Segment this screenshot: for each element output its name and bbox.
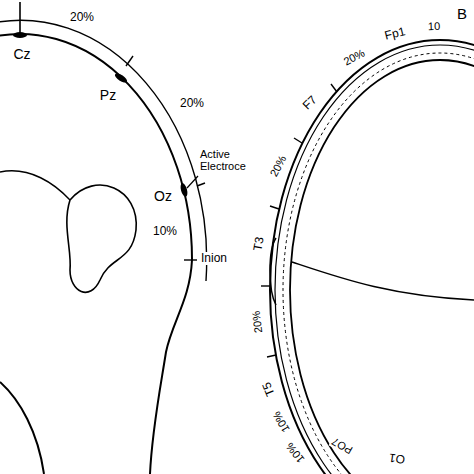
dimension-tick [294,138,302,143]
electrode-label: T5 [260,379,278,399]
percent-label: 20% [340,46,367,68]
electrode-label: T3 [251,235,267,253]
electrode-label: PO7 [329,435,356,457]
percent-label: 10 [426,20,441,33]
dimension-tick [261,285,270,286]
percent-label: 10% [283,439,307,465]
inion-marker [184,259,197,260]
head-outline [270,40,474,474]
leader-line [187,176,198,188]
percent-label: 10% [269,409,291,436]
neck-outline [150,260,192,474]
electrode-dot [179,182,188,197]
ear-outline [270,238,276,305]
scalp-outline [0,34,192,260]
dimension-tick [267,355,276,357]
landmark-label: Inion [200,252,228,265]
electrode-dot [113,72,128,85]
percent-label: 20% [69,11,95,24]
electrode-label: Fp1 [383,25,408,43]
panel-letter: B [456,6,468,23]
dimension-arc [0,20,207,281]
dimension-tick [331,84,337,92]
skull-layer [283,53,474,474]
dimension-tick [270,206,279,209]
percent-label: 20% [267,153,289,180]
electrode-label: F7 [300,93,321,114]
electrode-label: O1 [387,450,407,466]
electrode-label: Oz [153,189,173,204]
electrode-label: Cz [12,47,31,62]
skull-layer [275,45,474,474]
brain-outline [290,60,474,474]
vertex-marker [19,2,21,34]
electrode-label: Pz [99,88,117,103]
cheek-line [0,171,70,200]
jaw-outline [0,382,44,474]
percent-label: 20% [179,97,205,110]
dimension-tick [126,56,133,66]
dimension-tick [197,183,205,186]
callout-text: Active Electroce [199,148,249,172]
percent-label: 10% [152,225,178,238]
electrode-dot [13,32,27,38]
ear-outline [67,185,136,292]
sylvian-line [292,262,474,300]
percent-label: 20% [250,310,265,335]
